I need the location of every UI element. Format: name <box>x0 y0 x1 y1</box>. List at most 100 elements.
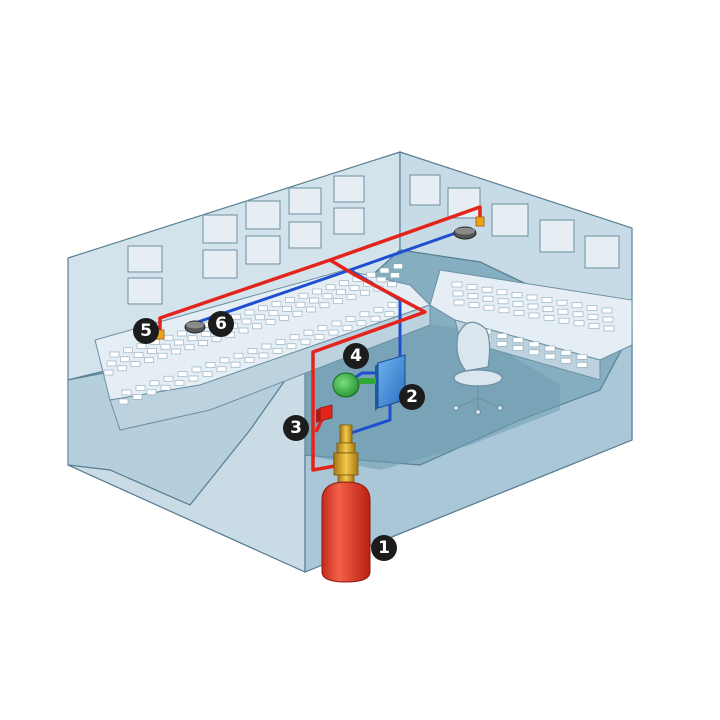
console-key <box>160 384 171 391</box>
console-key <box>366 271 376 278</box>
console-key <box>452 290 464 297</box>
console-key <box>544 345 556 352</box>
console-key <box>255 314 265 321</box>
console-key <box>390 272 400 279</box>
console-key <box>103 369 114 376</box>
console-key <box>300 338 311 345</box>
console-key <box>241 318 252 325</box>
console-key <box>121 389 132 396</box>
console-key <box>482 295 494 302</box>
console-key <box>526 294 538 301</box>
console-key <box>231 313 241 320</box>
console-key <box>451 281 463 288</box>
console-key <box>527 303 539 310</box>
console-key <box>132 394 143 400</box>
console-key <box>258 305 268 312</box>
console-key <box>317 325 328 331</box>
console-key <box>130 361 141 367</box>
console-key <box>573 320 585 327</box>
console-key <box>233 352 244 359</box>
console-right <box>429 269 633 381</box>
console-key <box>309 297 319 304</box>
console-key <box>346 294 357 300</box>
console-key <box>342 325 353 331</box>
console-key <box>544 353 556 360</box>
console-key <box>282 306 292 312</box>
console-key <box>146 389 157 396</box>
console-key <box>289 334 300 341</box>
callout-4: 4 <box>343 343 369 369</box>
console-key <box>370 315 381 322</box>
console-key <box>373 306 384 313</box>
callout-5: 5 <box>133 318 159 344</box>
console-key <box>379 267 390 274</box>
console-key <box>360 289 370 296</box>
console-key <box>560 349 572 356</box>
console-key <box>157 352 168 359</box>
console-key <box>333 298 343 304</box>
console-key <box>496 289 508 296</box>
console-key <box>543 315 555 321</box>
manual-release-icon <box>316 404 333 423</box>
console-key <box>601 307 613 314</box>
callout-6-label: 6 <box>215 314 227 334</box>
console-key <box>177 371 188 377</box>
console-key <box>336 289 346 295</box>
console-key <box>483 304 495 311</box>
console-key <box>384 311 395 317</box>
console-key <box>319 302 330 309</box>
console-key <box>556 299 568 306</box>
console-key <box>123 347 133 354</box>
console-key <box>216 366 227 373</box>
suppression-cylinder-icon <box>321 481 371 583</box>
callout-2-label: 2 <box>406 387 418 407</box>
alarm-horn-icon <box>332 372 376 398</box>
console-key <box>163 375 174 382</box>
room <box>67 151 633 573</box>
console-key <box>117 365 127 372</box>
console-key <box>306 306 316 313</box>
console-key <box>588 323 600 329</box>
console-key <box>453 299 465 306</box>
console-key <box>244 357 255 363</box>
console-key <box>271 301 282 307</box>
console-key <box>376 276 387 283</box>
console-key <box>314 334 325 340</box>
console-key <box>295 301 306 308</box>
console-key <box>513 310 525 316</box>
console-key <box>498 307 510 314</box>
console-key <box>496 341 508 347</box>
console-key <box>120 356 130 363</box>
wall-monitors-left <box>127 175 365 305</box>
console-key <box>252 323 262 330</box>
console-key <box>528 312 540 319</box>
console-key <box>205 362 216 368</box>
console-key <box>292 310 303 317</box>
callout-5-label: 5 <box>140 321 152 341</box>
console-key <box>298 292 309 299</box>
console-key <box>188 375 199 382</box>
console-key <box>136 343 147 349</box>
wall-monitors-right <box>409 174 620 269</box>
console-key <box>118 398 129 405</box>
console-key <box>528 341 540 348</box>
console-key <box>279 315 289 321</box>
console-key <box>177 330 187 337</box>
console-key <box>312 288 322 295</box>
console-key <box>587 314 599 320</box>
callout-1: 1 <box>371 535 397 561</box>
smoke-detector-icon-right <box>453 226 477 240</box>
console-key <box>586 305 598 311</box>
console-key <box>147 348 157 354</box>
console-key <box>467 293 479 299</box>
control-panel-icon <box>375 354 406 411</box>
console-key <box>339 280 349 286</box>
console-key <box>558 317 570 324</box>
console-key <box>560 357 572 364</box>
console-key <box>512 345 524 351</box>
console-key <box>285 297 295 303</box>
console-key <box>191 366 202 373</box>
console-key <box>393 263 403 270</box>
console-key <box>198 340 208 346</box>
